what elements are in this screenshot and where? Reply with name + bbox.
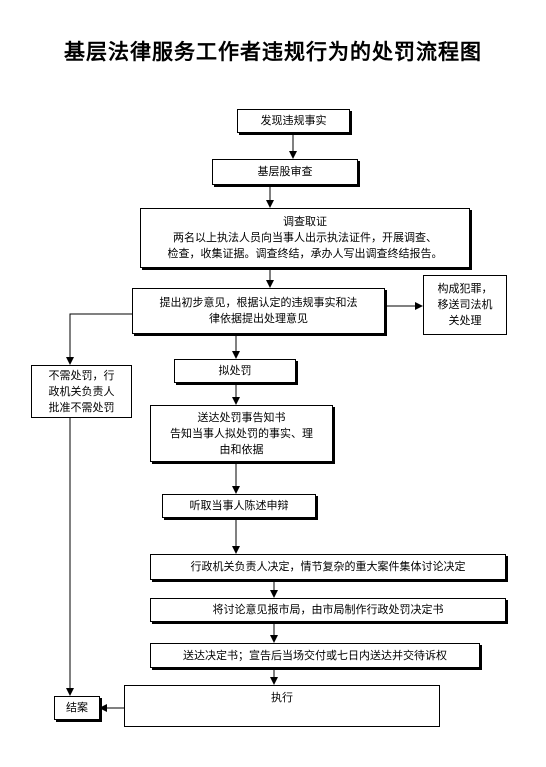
step-no-penalty-line3: 批准不需处罚 (48, 400, 115, 414)
step-crime-line2: 移送司法机 (437, 298, 493, 311)
step-initial-opinion-line2: 律依据提出处理意见 (209, 312, 308, 325)
step-notice: 送达处罚事告知书 告知当事人拟处罚的事实、理 由和依据 (150, 405, 333, 462)
step-no-penalty: 不需处罚，行 政机关负责人 批准不需处罚 (31, 365, 132, 418)
step-deliver-label: 送达决定书；宣告后当场交付或七日内送达并交待诉权 (183, 648, 447, 662)
step-discover-label: 发现违规事实 (260, 114, 327, 127)
step-notice-line1: 送达处罚事告知书 (197, 410, 286, 424)
step-close: 结案 (54, 696, 100, 720)
step-investigate-line3: 检查，收集证据。调查终结，承办人写出调查终结报告。 (167, 247, 443, 260)
step-decision: 行政机关负责人决定，情节复杂的重大案件集体讨论决定 (150, 554, 506, 580)
page-title: 基层法律服务工作者违规行为的处罚流程图 (64, 39, 482, 64)
step-discover: 发现违规事实 (237, 109, 350, 133)
step-no-penalty-line1: 不需处罚，行 (48, 368, 115, 382)
step-review-label: 基层股审查 (257, 165, 313, 178)
step-initial-opinion: 提出初步意见，根据认定的违规事实和法 律依据提出处理意见 (132, 288, 385, 334)
step-deliver: 送达决定书；宣告后当场交付或七日内送达并交待诉权 (150, 643, 480, 668)
step-report: 将讨论意见报市局，由市局制作行政处罚决定书 (150, 598, 506, 622)
step-report-label: 将讨论意见报市局，由市局制作行政处罚决定书 (212, 603, 444, 616)
step-investigate: 调查取证 两名以上执法人员向当事人出示执法证件，开展调查、 检查，收集证据。调查… (140, 208, 470, 268)
step-review: 基层股审查 (212, 159, 358, 185)
step-decision-label: 行政机关负责人决定，情节复杂的重大案件集体讨论决定 (190, 560, 466, 573)
step-crime-line3: 关处理 (448, 314, 482, 327)
step-initial-opinion-line1: 提出初步意见，根据认定的违规事实和法 (159, 296, 358, 309)
step-close-label: 结案 (66, 701, 88, 714)
step-investigate-line2: 两名以上执法人员向当事人出示执法证件，开展调查、 (173, 231, 437, 244)
step-propose-label: 拟处罚 (218, 364, 252, 377)
step-crime: 构成犯罪， 移送司法机 关处理 (423, 275, 507, 335)
step-investigate-title: 调查取证 (283, 215, 327, 228)
step-execute-label: 执行 (271, 691, 293, 704)
step-crime-line1: 构成犯罪， (437, 282, 493, 295)
step-notice-line2: 告知当事人拟处罚的事实、理 (170, 426, 313, 440)
step-hearing: 听取当事人陈述申辩 (162, 494, 316, 518)
step-hearing-label: 听取当事人陈述申辩 (189, 499, 289, 512)
step-no-penalty-line2: 政机关负责人 (48, 384, 115, 398)
step-propose: 拟处罚 (174, 359, 296, 383)
step-execute: 执行 (124, 685, 440, 727)
arrow-opinion-no-penalty (66, 313, 132, 365)
step-notice-line3: 由和依据 (219, 442, 264, 456)
